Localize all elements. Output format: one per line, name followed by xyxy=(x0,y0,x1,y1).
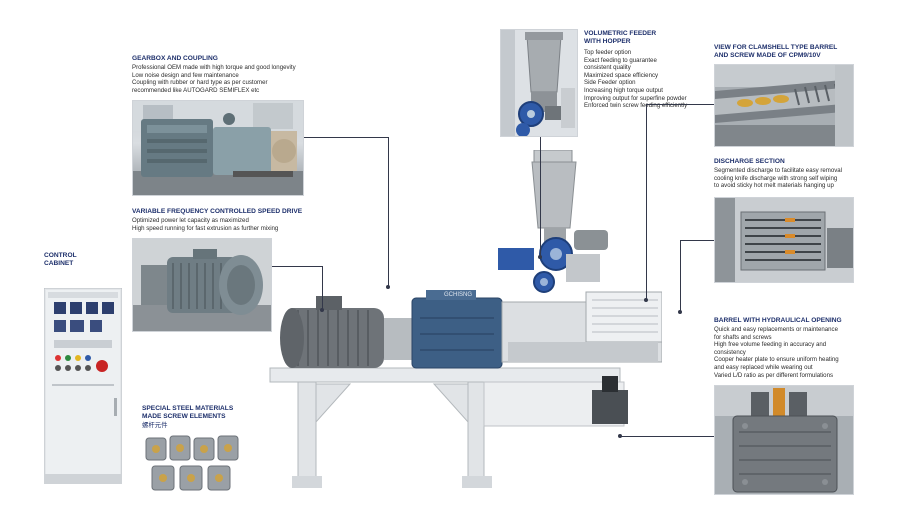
feeder-leader-dot xyxy=(538,255,542,259)
feeder-title-line: WITH HOPPER xyxy=(584,37,631,45)
feeder-line: Top feeder option xyxy=(584,49,632,56)
screw-elements-chinese-label: 螺杆元件 xyxy=(142,422,168,429)
gearbox-leader-dot xyxy=(386,285,390,289)
vfd-leader-dot xyxy=(320,308,324,312)
feeder-line: consistent quality xyxy=(584,64,631,72)
screw-elements-title-line: MADE SCREW ELEMENTS xyxy=(142,412,226,420)
control-cabinet-title-line: CABINET xyxy=(44,259,74,267)
clamshell-heading: VIEW FOR CLAMSHELL TYPE BARREL AND SCREW… xyxy=(714,44,837,59)
feeder-line: Exact feeding to guarantee xyxy=(584,56,657,64)
screw-elements-title-line: SPECIAL STEEL MATERIALS xyxy=(142,405,234,412)
discharge-leader-dot xyxy=(678,310,682,314)
discharge-line: cooling knife discharge with strong self… xyxy=(714,174,838,182)
barrel-description: Quick and easy replacements or maintenan… xyxy=(714,326,839,379)
clamshell-title-line: VIEW FOR CLAMSHELL TYPE BARREL xyxy=(714,44,838,51)
gearbox-leader-line xyxy=(304,137,388,138)
feeder-title-line: VOLUMETRIC FEEDER xyxy=(584,30,657,37)
barrel-leader-line xyxy=(620,436,714,437)
barrel-heading: BARREL WITH HYDRAULICAL OPENING xyxy=(714,317,842,324)
barrel-line: Quick and easy replacements or maintenan… xyxy=(714,326,838,333)
vfd-line: Optimized power let capacity as maximize… xyxy=(132,217,249,224)
barrel-line: consistency xyxy=(714,348,746,356)
discharge-heading: DISCHARGE SECTION xyxy=(714,158,785,165)
barrel-leader-dot xyxy=(618,434,622,438)
twin-screw-extruder-illustration: GCHISNG xyxy=(262,149,663,494)
gearbox-line: recommended like AUTOGARD SEMIFLEX etc xyxy=(132,86,260,94)
clamshell-leader-dot xyxy=(644,298,648,302)
gearbox-line: Professional OEM made with high torque a… xyxy=(132,64,296,71)
vfd-line: High speed running for fast extrusion as… xyxy=(132,224,279,232)
feeder-line: Improving output for superfine powder xyxy=(584,94,687,102)
clamshell-leader-line xyxy=(646,104,714,105)
discharge-photo xyxy=(714,197,854,283)
feeder-line: Enforced twin screw feeding efficiently xyxy=(584,102,688,110)
feeder-line: Increasing high torque output xyxy=(584,86,663,94)
gearbox-line: Low noise design and few maintenance xyxy=(132,71,239,79)
discharge-description: Segmented discharge to facilitate easy r… xyxy=(714,167,842,190)
gearbox-heading: GEARBOX AND COUPLING xyxy=(132,55,218,62)
gearbox-photo xyxy=(132,100,304,196)
vfd-leader-line xyxy=(272,266,322,267)
barrel-line: High free volume feeding in accuracy and xyxy=(714,341,827,349)
discharge-line: to avoid sticky hot melt materials hangi… xyxy=(714,182,834,190)
vfd-motor-photo xyxy=(132,238,272,332)
vfd-heading: VARIABLE FREQUENCY CONTROLLED SPEED DRIV… xyxy=(132,208,303,215)
gearbox-nameplate: GCHISNG xyxy=(444,292,472,298)
control-cabinet-heading: CONTROL CABINET xyxy=(44,252,77,267)
barrel-hydraulic-photo xyxy=(714,385,854,495)
feeder-line: Maximized space efficiency xyxy=(584,71,659,79)
barrel-line: Varied L/D ratio as per different formul… xyxy=(714,371,834,379)
clamshell-title-line: AND SCREW MADE OF CPM9/10V xyxy=(714,51,821,59)
gearbox-leader-line xyxy=(388,137,389,287)
discharge-line: Segmented discharge to facilitate easy r… xyxy=(714,167,843,174)
clamshell-barrel-photo xyxy=(714,64,854,147)
feeder-leader-line xyxy=(540,137,541,257)
discharge-leader-line xyxy=(680,240,681,312)
feeder-description: Top feeder option Exact feeding to guara… xyxy=(584,49,687,110)
feeder-photo xyxy=(500,29,578,137)
discharge-leader-line xyxy=(680,240,714,241)
control-cabinet-title-line: CONTROL xyxy=(44,252,77,259)
screw-elements-heading: SPECIAL STEEL MATERIALS MADE SCREW ELEME… xyxy=(142,405,233,420)
vfd-leader-line xyxy=(322,266,323,310)
vfd-description: Optimized power let capacity as maximize… xyxy=(132,217,278,232)
gearbox-line: Coupling with rubber or hard type as per… xyxy=(132,79,268,87)
screw-elements-photo xyxy=(142,432,244,494)
clamshell-leader-line xyxy=(646,104,647,300)
feeder-heading: VOLUMETRIC FEEDER WITH HOPPER xyxy=(584,30,656,45)
barrel-line: for shafts and screws xyxy=(714,333,772,341)
barrel-line: and easy replaced while wearing out xyxy=(714,363,813,371)
control-cabinet xyxy=(43,287,123,485)
barrel-line: Cooper heater plate to ensure uniform he… xyxy=(714,356,839,364)
feeder-line: Side Feeder option xyxy=(584,79,636,87)
gearbox-description: Professional OEM made with high torque a… xyxy=(132,64,296,94)
